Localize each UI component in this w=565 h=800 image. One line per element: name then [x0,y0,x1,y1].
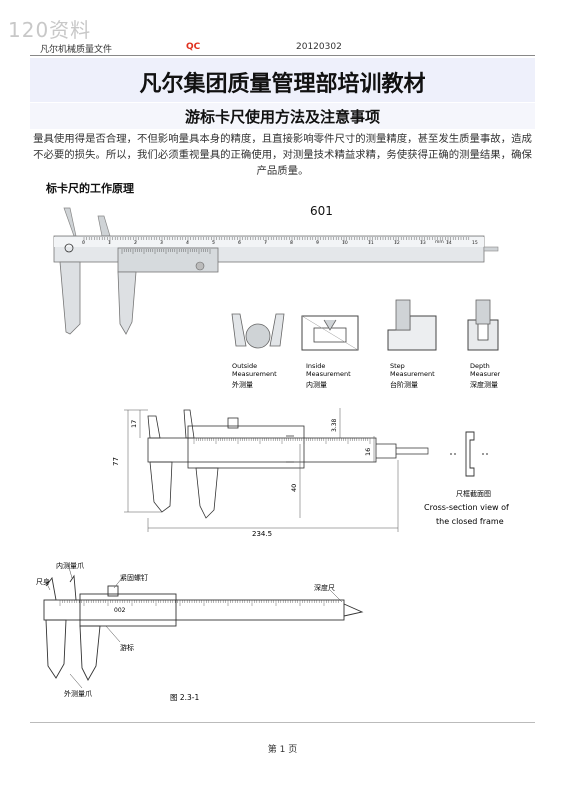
sketch-scale-tag: 002 [114,607,126,614]
step-label-zh: 台阶测量 [390,380,418,389]
drawing-scale-ticks [193,438,371,444]
brand-logo-icon [64,243,74,253]
page-title: 凡尔集团质量管理部培训教材 [139,72,426,97]
dim-77: 77 [112,457,120,466]
main-scale-number: 11 [368,240,374,246]
main-scale-number: 2 [134,240,137,246]
label-inner-jaw: 内测量爪 [56,561,84,570]
label-ruler-body: 尺身 [36,577,50,586]
dim-3-38: 3.38 [331,418,338,432]
main-scale-number: 12 [394,240,400,246]
main-scale-number: 15 [472,240,478,246]
inside-label-zh: 内测量 [306,380,327,389]
labeled-caliper-sketch: 内测量爪 尺身 紧固螺钉 002 深度尺 游标 外测量爪 图 2.3-1 [36,561,364,702]
main-scale-number: 9 [316,240,319,246]
model-number: 601 [310,204,333,218]
scale-unit-tag: mm [435,240,444,245]
main-scale-number: 8 [290,240,293,246]
label-depth-rod: 深度尺 [314,583,335,592]
intro-paragraph: 量具使用得是否合理，不但影响量具本身的精度，且直接影响零件尺寸的测量精度，甚至发… [33,133,532,177]
outside-label-en2: Measurement [232,370,277,378]
main-scale-number: 4 [186,240,189,246]
header-doc-code: 20120302 [296,42,342,52]
inside-measurement-icon [301,315,359,351]
main-scale-number: 0 [82,240,85,246]
vernier-scale-ticks [121,249,211,254]
label-lock-screw: 紧固螺钉 [120,573,148,582]
dim-40: 40 [290,484,298,492]
step-label-en1: Step [390,362,405,370]
watermark: 120资料 [8,18,92,42]
section-heading: 标卡尺的工作原理 [46,182,134,195]
label-vernier: 游标 [120,643,134,652]
depth-label-en2: Measurement [470,370,500,378]
main-scale-number: 14 [446,240,452,246]
step-label-en2: Measurement [390,370,435,378]
header-doc-name: 凡尔机械质量文件 [40,45,113,55]
sketch-scale-ticks [59,600,339,606]
depth-label-zh: 深度测量 [470,380,498,389]
cross-section-caption-en1: Cross-section view of [424,503,509,512]
outside-label-en1: Outside [232,362,257,370]
depth-label-en1: Depth [470,362,490,370]
dim-16: 16 [364,448,372,456]
cross-section-caption-zh: 尺框截面图 [456,489,491,498]
main-scale-number: 7 [264,240,267,246]
label-outer-jaw: 外测量爪 [64,689,92,698]
dim-234-5: 234.5 [252,530,272,538]
header-qc-tag: QC [186,42,201,52]
subtitle-band [30,103,535,129]
footer-rule [30,722,535,723]
main-scale-number: 13 [420,240,426,246]
title-band [30,58,535,102]
main-scale-number: 3 [160,240,163,246]
main-scale-number: 1 [108,240,111,246]
outside-label-zh: 外测量 [232,380,253,389]
step-measurement-icon [387,299,437,351]
page-number: 第 1 页 [267,745,298,755]
main-scale-number: 6 [238,240,241,246]
page-subtitle: 游标卡尺使用方法及注意事项 [184,108,380,126]
cross-section-caption-en2: the closed frame [436,517,504,526]
main-scale-ticks [83,237,469,243]
outside-measurement-icon [231,313,285,349]
frame-cross-section-icon [450,431,490,477]
dimension-drawing: 77 17 40 3.38 16 234.5 尺框截面图 Cross-secti… [112,408,509,538]
figure-caption: 图 2.3-1 [170,693,200,702]
inside-label-en2: Measurement [306,370,351,378]
main-scale-number: 10 [342,240,348,246]
inside-label-en1: Inside [306,362,325,370]
header-rule [30,55,535,56]
main-scale-number: 5 [212,240,215,246]
depth-measurement-icon [467,299,499,351]
dim-17: 17 [130,420,138,428]
